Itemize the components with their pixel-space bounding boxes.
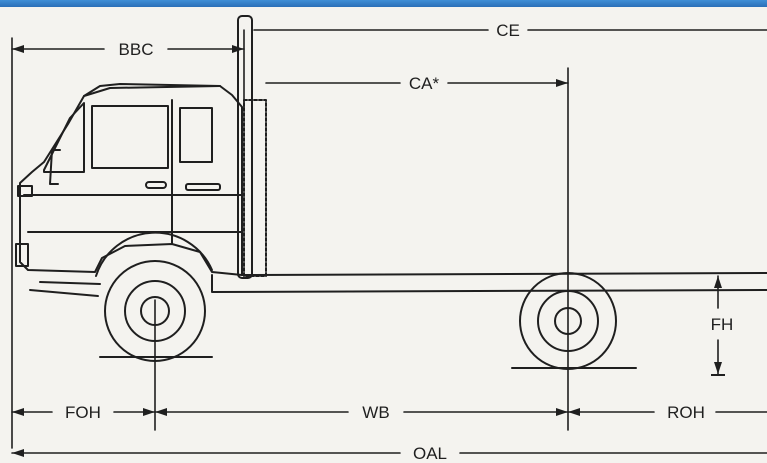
fh-ground-tick [711,374,725,376]
foh-arrow-left [12,408,24,416]
rear-handle [185,183,221,191]
ce-label: CE [496,21,520,40]
fh-arrow-bottom [714,362,722,374]
cab-roof [83,85,221,97]
door-handle [145,181,167,189]
bbc-label: BBC [119,40,154,59]
windshield [43,102,85,173]
roh-label: ROH [667,403,705,422]
foh-arrow-right [143,408,155,416]
front-wheel-arch [95,231,213,277]
frame-rail [211,272,767,293]
bbc-arrow-left [12,45,24,53]
top-accent-bar [0,0,767,7]
exhaust-stack [237,15,253,279]
door-window [91,105,169,169]
side-mirror [49,149,61,185]
fh-arrow-top [714,276,722,288]
ca-arrow-right [556,79,568,87]
bbc-arrow-right [232,45,244,53]
front-bumper [15,243,29,267]
rear-window [179,107,213,163]
fh-label: FH [711,315,734,334]
wb-arrow-left [155,408,167,416]
foh-label: FOH [65,403,101,422]
oal-arrow-left [12,449,24,457]
wb-arrow-right [556,408,568,416]
ca-label: CA* [409,74,440,93]
frame-lower [29,281,101,297]
wb-label: WB [362,403,389,422]
headlight [17,185,33,197]
oal-label: OAL [413,444,447,463]
roh-arrow-left [568,408,580,416]
cab-outline [19,83,243,276]
exhaust-shield [243,99,267,277]
